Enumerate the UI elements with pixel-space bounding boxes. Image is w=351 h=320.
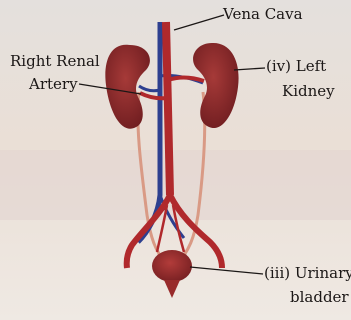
urinary-bladder-label-line2: bladder: [290, 289, 349, 306]
left-kidney-label-line2: Kidney: [282, 83, 335, 100]
aorta: [166, 22, 170, 195]
vena-cava-label: Vena Cava: [223, 6, 303, 23]
urinary-bladder: [152, 250, 192, 282]
right-renal-artery-label-line1: Right Renal: [10, 53, 100, 70]
left-kidney-label-line1: (iv) Left: [266, 58, 326, 75]
right-renal-artery-label-line2: Artery: [29, 76, 78, 93]
urinary-bladder-label-line1: (iii) Urinary: [264, 265, 351, 282]
